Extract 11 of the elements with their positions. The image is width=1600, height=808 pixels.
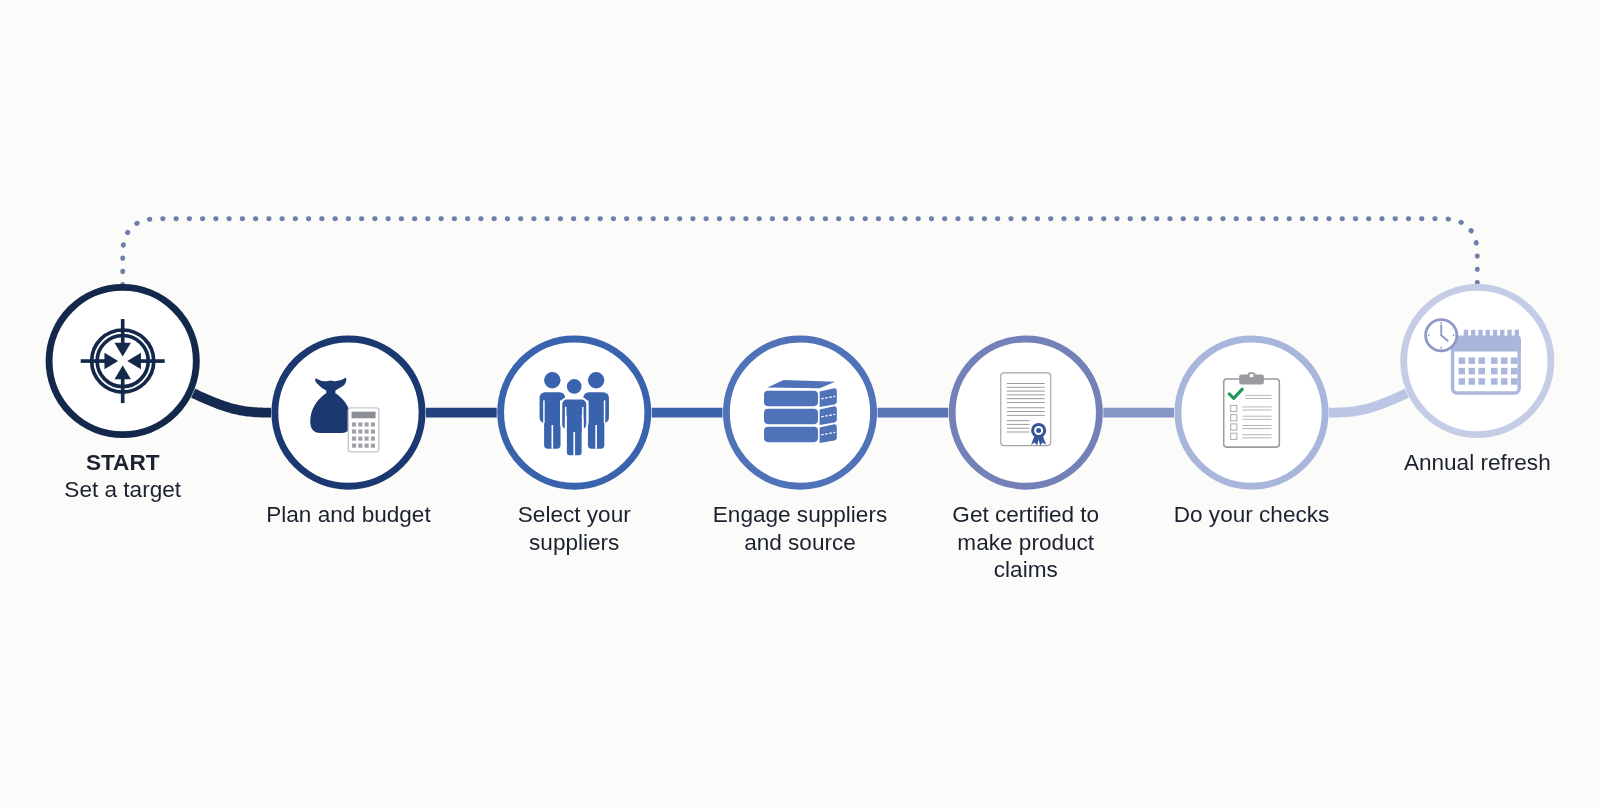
step-caption: Annual refresh [1403, 448, 1551, 476]
connector-bar [190, 388, 274, 418]
step-heading: START [85, 448, 160, 476]
connector-bar [1326, 388, 1410, 418]
step-caption: Get certified to make product claims [951, 499, 1101, 583]
step-caption: Engage suppliers and source [711, 499, 889, 555]
step-caption: Do your checks [1173, 499, 1330, 528]
step-caption: Select your suppliers [516, 499, 632, 555]
step-caption: Set a target [64, 475, 182, 504]
step-caption: Plan and budget [266, 499, 431, 528]
step-circle [45, 284, 200, 439]
